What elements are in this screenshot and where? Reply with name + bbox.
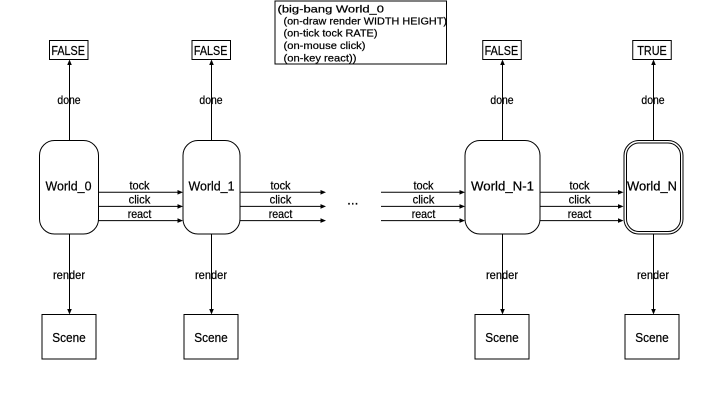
svg-text:World_0: World_0 [46,180,92,194]
svg-text:TRUE: TRUE [637,44,667,58]
svg-text:done: done [490,93,513,107]
svg-text:render: render [53,268,85,282]
svg-text:render: render [637,268,669,282]
svg-text:(big-bang World_0: (big-bang World_0 [278,3,385,15]
svg-text:FALSE: FALSE [51,44,85,58]
svg-text:react: react [412,207,436,221]
svg-text:render: render [195,268,227,282]
svg-text:Scene: Scene [52,331,86,345]
svg-text:click: click [270,193,293,207]
svg-text:(on-draw render WIDTH HEIGHT): (on-draw render WIDTH HEIGHT) [284,16,448,28]
svg-text:tock: tock [129,179,150,193]
svg-text:click: click [129,193,152,207]
svg-text:(on-mouse click): (on-mouse click) [284,40,366,52]
svg-text:FALSE: FALSE [485,44,519,58]
svg-text:tock: tock [413,179,434,193]
svg-text:click: click [413,193,436,207]
svg-text:...: ... [347,193,358,208]
svg-text:World_N-1: World_N-1 [471,180,534,194]
svg-text:(on-key react)): (on-key react)) [284,52,357,64]
svg-text:done: done [57,93,80,107]
svg-text:react: react [269,207,293,221]
svg-text:(on-tick tock RATE): (on-tick tock RATE) [284,28,378,40]
svg-text:World_1: World_1 [189,180,235,194]
svg-text:done: done [199,93,222,107]
svg-text:Scene: Scene [194,331,228,345]
svg-text:tock: tock [270,179,291,193]
svg-text:FALSE: FALSE [194,44,228,58]
svg-text:react: react [128,207,152,221]
svg-text:done: done [641,93,664,107]
svg-text:Scene: Scene [635,331,669,345]
svg-text:render: render [486,268,518,282]
svg-text:react: react [568,207,592,221]
svg-text:World_N: World_N [627,180,677,194]
svg-text:click: click [569,193,592,207]
svg-text:Scene: Scene [485,331,519,345]
svg-text:tock: tock [569,179,590,193]
